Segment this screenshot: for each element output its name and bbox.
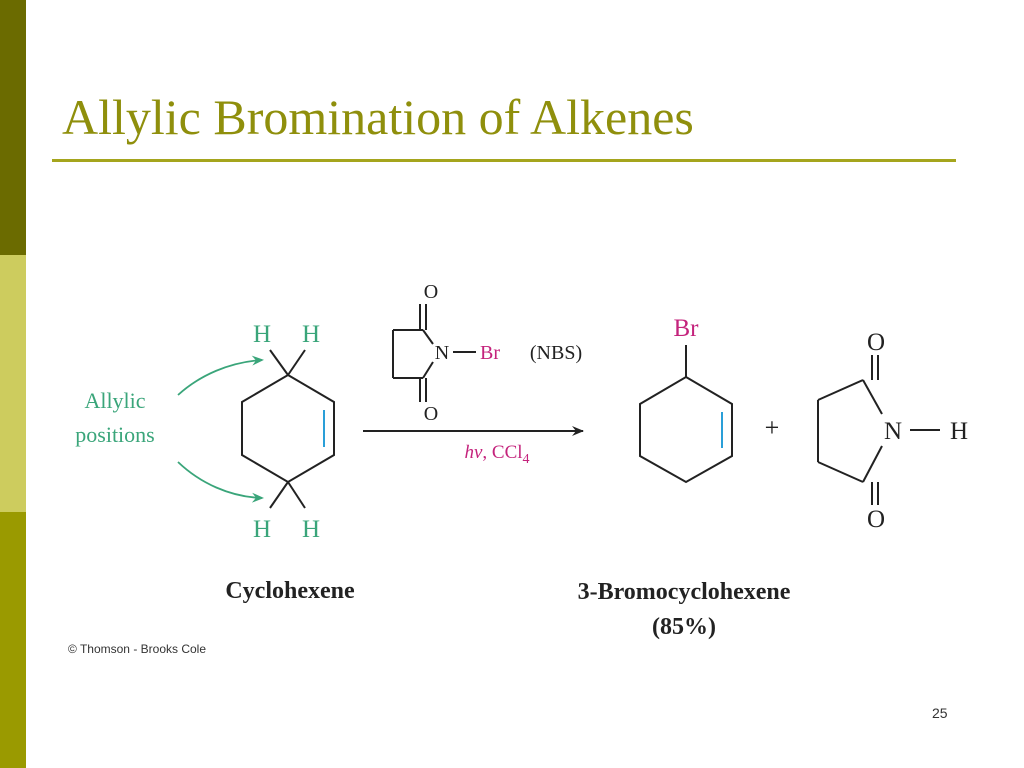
- nbs-bond-c2-n: [422, 361, 434, 379]
- sidebar-top-band: [0, 0, 26, 255]
- nbs-bond-c1-n: [422, 329, 434, 345]
- cyclohexene-ring: [241, 373, 335, 484]
- succinimide-structure: O O N H: [817, 329, 968, 533]
- bromocyclohexene-ring: [639, 375, 733, 484]
- slide-number: 25: [932, 705, 948, 721]
- copyright-notice: © Thomson - Brooks Cole: [68, 642, 206, 656]
- cyclohexene-structure: H H H H: [241, 321, 335, 543]
- plus-sign: +: [765, 413, 780, 442]
- conditions-subscript: 4: [523, 452, 530, 467]
- succ-oxygen-top: O: [867, 329, 885, 356]
- ch-bond-top-left: [269, 349, 289, 376]
- succ-bond-c2-n: [862, 445, 883, 483]
- product-yield: (85%): [652, 614, 716, 640]
- conditions-separator: ,: [482, 442, 492, 463]
- slide-title: Allylic Bromination of Alkenes: [62, 89, 694, 145]
- allylic-label-line1: Allylic: [84, 388, 145, 413]
- succ-bond-c1-ch2: [817, 379, 864, 401]
- allylic-h-top-right: H: [302, 321, 320, 348]
- ch-bond-bottom-left: [269, 481, 289, 509]
- succ-nitrogen: N: [884, 418, 902, 445]
- product-name: 3-Bromocyclohexene: [578, 579, 791, 605]
- allylic-arrow-bottom: [177, 461, 264, 503]
- title-underline: [52, 159, 956, 162]
- nbs-bromine: Br: [480, 342, 500, 364]
- conditions-nu: ν: [474, 442, 483, 463]
- nbs-oxygen-top: O: [424, 281, 438, 303]
- allylic-label-line2: positions: [75, 422, 154, 447]
- reaction-conditions: hν, CCl4: [464, 442, 529, 467]
- conditions-h: h: [464, 442, 474, 463]
- product-bromine: Br: [674, 315, 700, 342]
- succ-hydrogen: H: [950, 418, 968, 445]
- succ-oxygen-bottom: O: [867, 506, 885, 533]
- succ-bond-c1-n: [862, 379, 883, 415]
- sidebar-bottom-band: [0, 512, 26, 768]
- allylic-arrow-top: [177, 355, 264, 396]
- allylic-h-top-left: H: [253, 321, 271, 348]
- sidebar-middle-band: [0, 255, 26, 512]
- ch-bond-top-right: [287, 349, 306, 376]
- succ-bond-ch2-c2: [817, 461, 864, 483]
- allylic-h-bottom-right: H: [302, 516, 320, 543]
- allylic-h-bottom-left: H: [253, 516, 271, 543]
- reactant-name: Cyclohexene: [225, 578, 355, 604]
- conditions-solvent: CCl: [492, 442, 523, 463]
- bromocyclohexene-structure: Br: [639, 315, 733, 484]
- nbs-oxygen-bottom: O: [424, 403, 438, 425]
- nbs-nitrogen: N: [435, 342, 449, 364]
- nbs-label: (NBS): [530, 342, 582, 364]
- ch-bond-bottom-right: [287, 481, 306, 509]
- nbs-structure: O O N Br (NBS): [392, 281, 582, 425]
